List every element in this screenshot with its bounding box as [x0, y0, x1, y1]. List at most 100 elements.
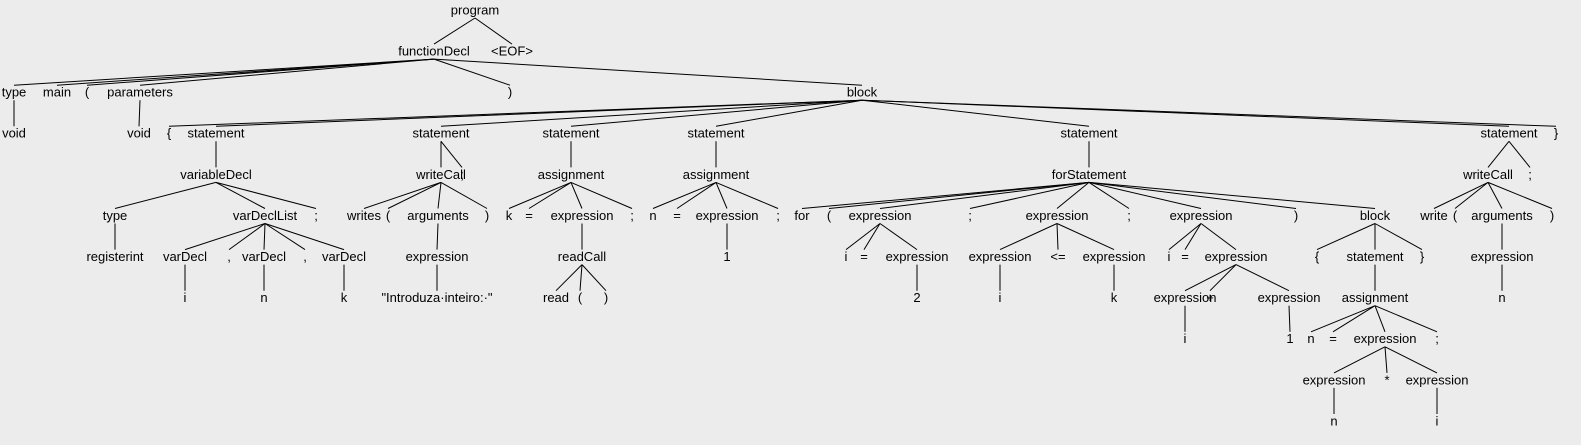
tree-edge: [1433, 181, 1489, 209]
tree-node-semicolon: ;: [460, 167, 464, 182]
tree-edge: [264, 223, 306, 251]
tree-edge: [508, 181, 572, 209]
tree-node-eof: <EOF>: [491, 44, 533, 59]
tree-node-variabledecl: variableDecl: [180, 167, 252, 182]
tree-edge: [555, 264, 583, 292]
tree-node-equals: =: [525, 208, 533, 223]
tree-node-program: program: [451, 2, 499, 17]
tree-edge: [1056, 182, 1090, 209]
tree-node-expression: expression: [1154, 290, 1217, 305]
tree-node-expression: expression: [551, 208, 614, 223]
tree-node-vardecl: varDecl: [242, 249, 286, 264]
tree-edge: [363, 181, 442, 209]
tree-node-readcall: readCall: [558, 249, 607, 264]
tree-node-write: write: [1419, 208, 1447, 223]
tree-edge: [1333, 346, 1386, 374]
tree-edge: [215, 181, 317, 209]
tree-node-close-paren: ): [485, 208, 489, 223]
tree-edge: [861, 99, 1557, 127]
tree-node-i: i: [1436, 413, 1439, 428]
tree-node-registerint: registerint: [86, 249, 143, 264]
tree-edge: [1088, 181, 1202, 209]
tree-node-expression: expression: [696, 208, 759, 223]
tree-edge: [715, 182, 728, 209]
tree-edge: [228, 223, 266, 251]
tree-node-1: 1: [723, 249, 730, 264]
tree-node-block: block: [847, 85, 878, 100]
tree-node-type: type: [103, 208, 128, 223]
tree-edge: [581, 264, 607, 292]
tree-edge: [879, 181, 1090, 209]
tree-node-functiondecl: functionDecl: [398, 44, 470, 59]
tree-node-forstatement: forStatement: [1052, 167, 1127, 182]
tree-node-open-paren: (: [1453, 208, 1458, 223]
tree-node-semicolon: ;: [1528, 167, 1532, 182]
tree-node-i: i: [999, 290, 1002, 305]
tree-node-parameters: parameters: [107, 85, 173, 100]
tree-node-expression: expression: [1471, 249, 1534, 264]
tree-edge: [433, 58, 863, 86]
tree-node-assignment: assignment: [538, 167, 605, 182]
tree-node-close-brace: }: [1554, 126, 1559, 141]
tree-node-2: 2: [913, 290, 920, 305]
tree-node-less-equal: <=: [1050, 249, 1065, 264]
tree-edge: [215, 99, 863, 127]
tree-node-open-paren: (: [578, 290, 583, 305]
tree-node-assignment: assignment: [1342, 290, 1409, 305]
tree-edge: [863, 223, 881, 250]
tree-edge: [1056, 223, 1059, 250]
tree-node-expression: expression: [1406, 372, 1469, 387]
tree-node-main: main: [43, 85, 71, 100]
tree-edge: [1235, 264, 1290, 292]
tree-node-expression: expression: [1258, 290, 1321, 305]
tree-edge: [1374, 305, 1438, 333]
tree-node-expression: expression: [1205, 249, 1268, 264]
tree-edge: [715, 99, 863, 127]
tree-edge: [1487, 181, 1553, 209]
tree-edge: [1384, 346, 1438, 374]
tree-edge: [1374, 305, 1386, 332]
tree-edge: [1088, 181, 1376, 209]
tree-node-k: k: [341, 290, 348, 305]
tree-node-open-paren: (: [386, 208, 391, 223]
tree-node-i: i: [1168, 249, 1171, 264]
tree-edge: [652, 181, 717, 209]
tree-node-assignment: assignment: [683, 167, 750, 182]
tree-edge: [1487, 140, 1510, 168]
tree-node-close-paren: ): [604, 290, 608, 305]
tree-node-semicolon: ;: [314, 208, 318, 223]
tree-node-arguments: arguments: [407, 208, 469, 223]
tree-node-expression: expression: [1026, 208, 1089, 223]
tree-edge: [715, 181, 779, 209]
tree-node-statement: statement: [542, 126, 599, 141]
tree-edge: [1454, 182, 1489, 209]
tree-edge: [528, 181, 572, 209]
tree-edge: [1200, 223, 1237, 251]
tree-node-n: n: [1330, 413, 1337, 428]
tree-node-introduza-inteiro: "Introduza·inteiro:·": [381, 290, 492, 305]
tree-edge: [139, 58, 435, 86]
tree-node-k: k: [506, 208, 513, 223]
tree-node-expression: expression: [849, 208, 912, 223]
tree-edge: [387, 181, 442, 209]
tree-node-close-brace: }: [1420, 249, 1425, 264]
tree-node-expression: expression: [1170, 208, 1233, 223]
tree-edge: [264, 223, 345, 251]
tree-node-equals: =: [1181, 249, 1189, 264]
tree-edge: [1508, 140, 1531, 168]
tree-edge: [676, 181, 717, 209]
tree-node-type: type: [2, 85, 27, 100]
tree-node-n: n: [1498, 290, 1505, 305]
tree-edge: [1184, 264, 1237, 292]
tree-edge: [138, 100, 141, 127]
tree-node-void: void: [2, 126, 26, 141]
tree-edge: [1332, 305, 1376, 333]
tree-edge: [1088, 181, 1130, 209]
tree-node-writecall: writeCall: [415, 167, 466, 182]
tree-node-block: block: [1360, 208, 1391, 223]
tree-edge: [440, 181, 488, 209]
tree-edge: [1316, 223, 1376, 251]
tree-edge: [828, 181, 1090, 209]
tree-node-expression: expression: [1354, 331, 1417, 346]
tree-node-n: n: [1307, 331, 1314, 346]
